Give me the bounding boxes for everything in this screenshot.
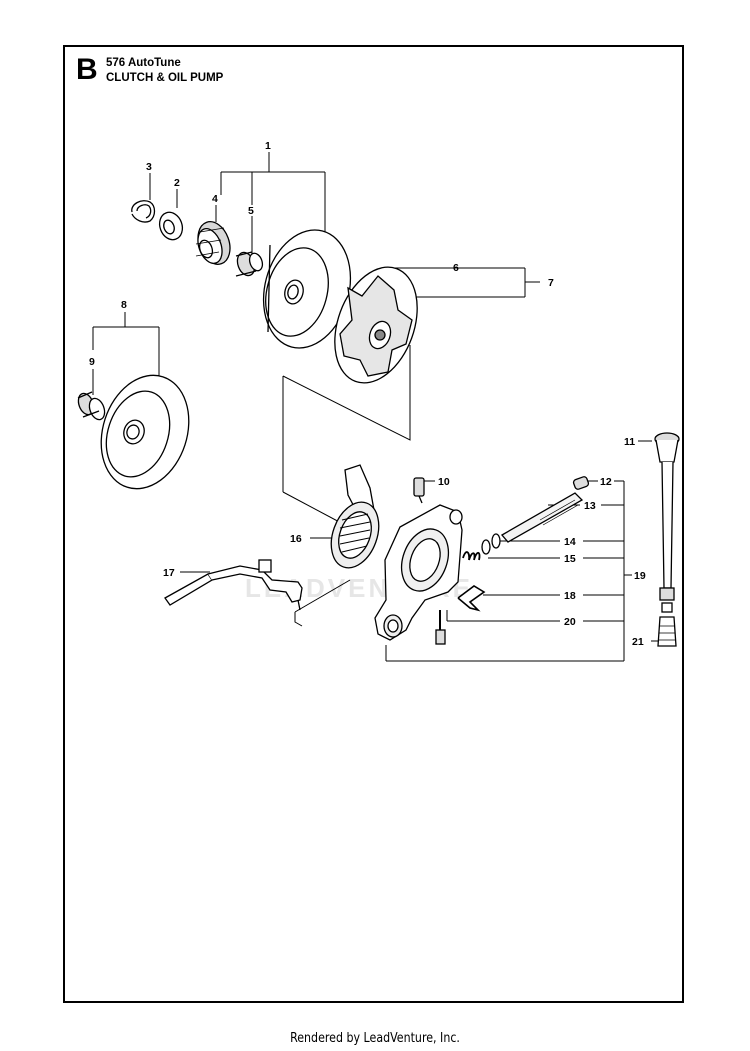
diagram-frame <box>63 45 684 1003</box>
callout-17: 17 <box>163 567 175 579</box>
callout-12: 12 <box>600 476 612 488</box>
section-letter: B <box>76 53 98 86</box>
callout-6: 6 <box>453 262 459 274</box>
callout-4: 4 <box>212 193 218 205</box>
callout-10: 10 <box>438 476 450 488</box>
callout-5: 5 <box>248 205 254 217</box>
callout-7: 7 <box>548 277 554 289</box>
callout-20: 20 <box>564 616 576 628</box>
callout-18: 18 <box>564 590 576 602</box>
section-title: CLUTCH & OIL PUMP <box>106 72 224 84</box>
callout-8: 8 <box>121 299 127 311</box>
callout-1: 1 <box>265 140 271 152</box>
callout-21: 21 <box>632 636 644 648</box>
callout-11: 11 <box>624 436 635 448</box>
footer-credit: Rendered by LeadVenture, Inc. <box>290 1031 460 1046</box>
model-title: 576 AutoTune <box>106 57 181 69</box>
callout-9: 9 <box>89 356 95 368</box>
callout-16: 16 <box>290 533 302 545</box>
callout-3: 3 <box>146 161 152 173</box>
callout-19: 19 <box>634 570 646 582</box>
callout-14: 14 <box>564 536 576 548</box>
callout-15: 15 <box>564 553 576 565</box>
callout-13: 13 <box>584 500 596 512</box>
callout-2: 2 <box>174 177 180 189</box>
